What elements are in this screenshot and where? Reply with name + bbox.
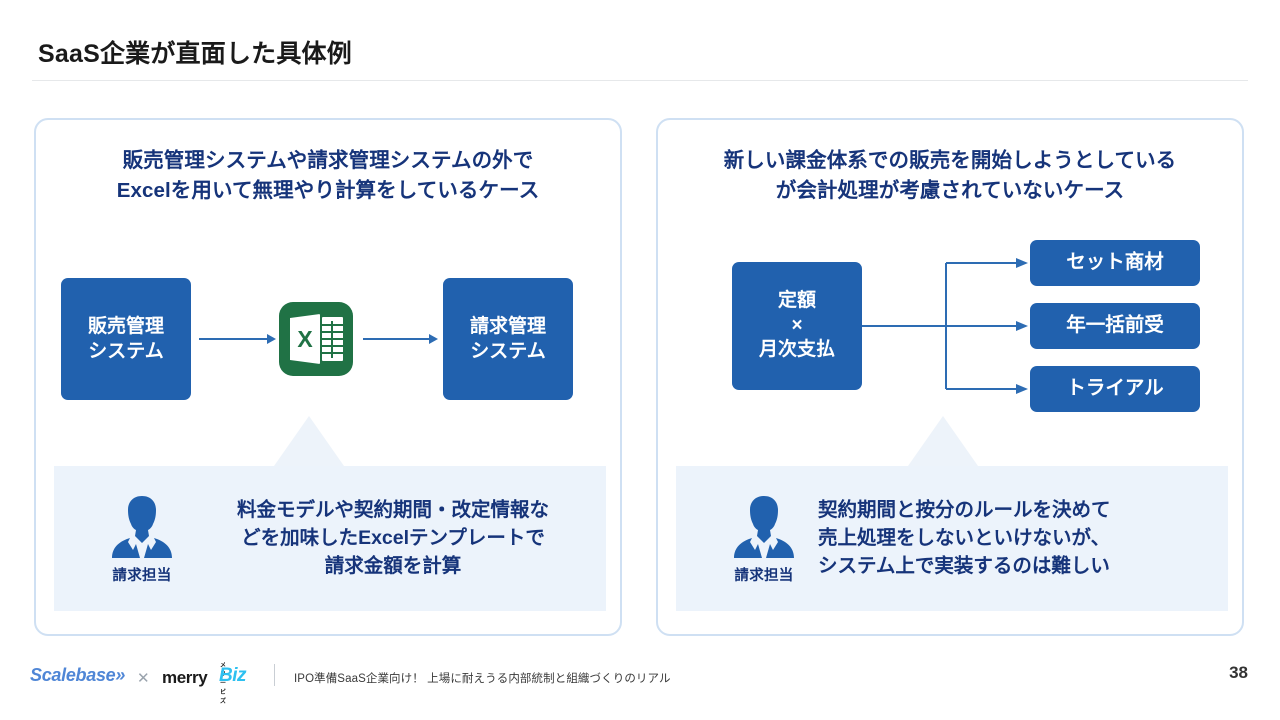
- excel-document-shape: [290, 314, 320, 364]
- logo-merrybiz-word: merry: [162, 668, 208, 687]
- logo-scalebase: Scalebase»: [30, 665, 126, 685]
- callout-left-text: 料金モデルや契約期間・改定情報な どを加味したExcelテンプレートで 請求金額…: [194, 496, 592, 580]
- panel-heading-right-line2: が会計処理が考慮されていないケース: [775, 178, 1125, 202]
- cross-icon: ✕: [137, 670, 150, 687]
- callout-left-line3: 請求金額を計算: [324, 555, 462, 578]
- callout-right-text: 契約期間と按分のルールを決めて 売上処理をしないといけないが、 システム上で実装…: [818, 496, 1214, 580]
- callout-right-line3: システム上で実装するのは難しい: [818, 555, 1110, 578]
- callout-right-line1: 契約期間と按分のルールを決めて: [818, 499, 1111, 521]
- footer-tagline: IPO準備SaaS企業向け！ 上場に耐えうる内部統制と組織づくりのリアル: [294, 673, 671, 685]
- box-fixed-monthly-payment-line1: 定額: [777, 289, 816, 311]
- excel-grid-shape: [322, 317, 343, 361]
- callout-left: 請求担当 料金モデルや契約期間・改定情報な どを加味したExcelテンプレートで…: [54, 466, 606, 611]
- box-sales-management-system-line2: システム: [88, 341, 164, 362]
- title-divider: [32, 80, 1248, 81]
- arrow-line-sales-to-excel: [199, 338, 267, 340]
- branch-connector: [862, 258, 1028, 394]
- box-fixed-monthly-payment-line2: ×: [791, 314, 803, 336]
- panel-heading-left-line1: 販売管理システムや請求管理システムの外で: [122, 149, 534, 172]
- logo-merrybiz-kana: メリービズ: [220, 663, 227, 705]
- excel-x-letter: X: [297, 325, 313, 352]
- persona-left-label: 請求担当: [112, 568, 172, 584]
- box-fixed-monthly-payment: 定額 × 月次支払: [732, 262, 862, 390]
- panel-card-right: 新しい課金体系での販売を開始しようとしている が会計処理が考慮されていないケース…: [656, 118, 1244, 636]
- box-billing-management-system-line2: システム: [470, 341, 546, 362]
- persona-right: 請求担当: [724, 494, 804, 585]
- logo-merrybiz-biz: Biz: [219, 665, 247, 686]
- callout-pointer-left: [274, 416, 344, 466]
- callout-pointer-right: [908, 416, 978, 466]
- box-sales-management-system-line1: 販売管理: [87, 315, 164, 337]
- panel-card-left: 販売管理システムや請求管理システムの外で Excelを用いて無理やり計算をしてい…: [34, 118, 622, 636]
- panel-heading-right: 新しい課金体系での販売を開始しようとしている が会計処理が考慮されていないケース: [678, 146, 1222, 205]
- excel-icon: X: [279, 302, 353, 376]
- person-icon: [112, 496, 172, 558]
- panel-heading-right-line1: 新しい課金体系での販売を開始しようとしている: [723, 149, 1177, 172]
- persona-right-label: 請求担当: [734, 568, 794, 584]
- arrow-head-sales-to-excel: [267, 334, 276, 344]
- box-sales-management-system: 販売管理 システム: [61, 278, 191, 400]
- arrow-head-excel-to-billing: [429, 334, 438, 344]
- box-fixed-monthly-payment-line3: 月次支払: [758, 339, 835, 361]
- page-title: SaaS企業が直面した具体例: [38, 40, 352, 68]
- arrow-line-excel-to-billing: [363, 338, 429, 340]
- person-icon: [734, 496, 794, 558]
- panel-heading-left: 販売管理システムや請求管理システムの外で Excelを用いて無理やり計算をしてい…: [56, 146, 600, 205]
- footer-divider: [274, 664, 275, 686]
- callout-right-line2: 売上処理をしないといけないが、: [818, 527, 1111, 550]
- panel-heading-left-line2: Excelを用いて無理やり計算をしているケース: [116, 178, 540, 202]
- box-billing-management-system: 請求管理 システム: [443, 278, 573, 400]
- box-branch-trial: トライアル: [1030, 366, 1200, 412]
- box-branch-set-product: セット商材: [1030, 240, 1200, 286]
- callout-left-line2: どを加味したExcelテンプレートで: [241, 527, 545, 550]
- box-billing-management-system-line1: 請求管理: [469, 315, 546, 337]
- page-number: 38: [1229, 663, 1248, 682]
- persona-left: 請求担当: [102, 494, 182, 585]
- box-branch-annual-prepay: 年一括前受: [1030, 303, 1200, 349]
- callout-left-line1: 料金モデルや契約期間・改定情報な: [236, 499, 549, 521]
- callout-right: 請求担当 契約期間と按分のルールを決めて 売上処理をしないといけないが、 システ…: [676, 466, 1228, 611]
